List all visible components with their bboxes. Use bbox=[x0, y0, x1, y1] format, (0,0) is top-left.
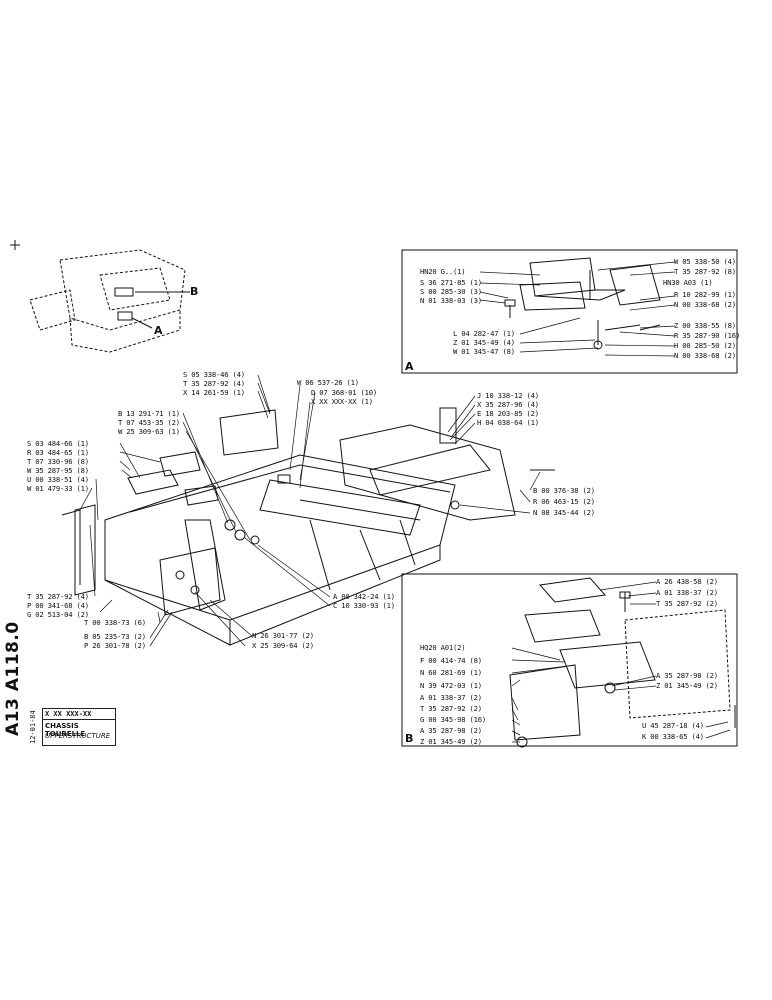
part-label: T 35 287-92 (4) bbox=[183, 379, 245, 388]
part-label: D 07 368-01 (10) bbox=[311, 388, 378, 397]
part-label: N 26 301-77 (2) bbox=[252, 631, 314, 640]
part-label: B 05 235-73 (2) bbox=[84, 632, 146, 641]
part-label: E 18 203-85 (2) bbox=[477, 409, 539, 418]
part-label: N 00 338-68 (2) bbox=[674, 351, 736, 360]
part-label: Z 00 338-55 (8) bbox=[674, 321, 736, 330]
title-block: X XX XXX-XX CHASSIS TOURELLE UPPERSTRUCT… bbox=[42, 708, 116, 746]
sheet-date: 12-01-84 bbox=[29, 710, 37, 744]
part-label: T 35 287-92 (4) bbox=[27, 592, 89, 601]
part-label: N 01 338-03 (3) bbox=[420, 296, 482, 305]
part-label: X 25 309-64 (2) bbox=[252, 641, 314, 650]
part-label: W 01 345-47 (8) bbox=[453, 347, 515, 356]
part-label: K 00 338-65 (4) bbox=[642, 732, 704, 741]
part-label: G 02 513-04 (2) bbox=[27, 610, 89, 619]
title-english: UPPERSTRUCTURE bbox=[45, 732, 111, 740]
part-label: T 35 287-92 (8) bbox=[674, 267, 736, 276]
part-label: A 01 338-37 (2) bbox=[420, 693, 482, 702]
detail-b-letter: B bbox=[405, 732, 414, 745]
part-label: X 35 287-96 (4) bbox=[477, 400, 539, 409]
part-label: Z 01 345-49 (4) bbox=[453, 338, 515, 347]
part-label: A 35 287-98 (2) bbox=[420, 726, 482, 735]
part-label: R 35 287-90 (16) bbox=[674, 331, 741, 340]
part-label: G 00 345-98 (16) bbox=[420, 715, 487, 724]
registration-mark bbox=[10, 240, 20, 250]
part-label: HN30 A03 (1) bbox=[663, 278, 713, 287]
sheet-code-text: A13 A118.0 bbox=[3, 621, 23, 736]
part-label: R 10 282-99 (1) bbox=[674, 290, 736, 299]
part-label: A 01 338-37 (2) bbox=[656, 588, 718, 597]
part-label: A 26 438-58 (2) bbox=[656, 577, 718, 586]
part-label: A 00 342-24 (1) bbox=[333, 592, 395, 601]
counterweight bbox=[339, 407, 555, 521]
part-label: S 36 271-85 (1) bbox=[420, 278, 482, 287]
part-label: R 03 484-65 (1) bbox=[27, 448, 89, 457]
sheet-code: A13 A118.0 bbox=[3, 621, 27, 736]
part-label: B 13 291-71 (1) bbox=[118, 409, 180, 418]
part-label: J 10 338-12 (4) bbox=[477, 391, 539, 400]
detail-frame-a bbox=[401, 249, 738, 374]
title-french: CHASSIS TOURELLE bbox=[45, 722, 86, 738]
part-label: C 10 330-93 (1) bbox=[333, 601, 395, 610]
part-label: B 00 376-38 (2) bbox=[533, 486, 595, 495]
leader-lines bbox=[79, 261, 731, 743]
overview-sketch bbox=[29, 249, 186, 353]
part-label: S 03 484-66 (1) bbox=[27, 439, 89, 448]
part-label: F 00 414-74 (8) bbox=[420, 656, 482, 665]
upperstructure-frame bbox=[61, 454, 456, 646]
part-reference: X XX XXX-XX bbox=[43, 709, 115, 720]
part-label: T 35 287-92 (2) bbox=[420, 704, 482, 713]
part-label: U 45 287-18 (4) bbox=[642, 721, 704, 730]
detail-a-assembly bbox=[504, 257, 661, 350]
part-label: P 26 301-78 (2) bbox=[84, 641, 146, 650]
part-label: H 00 285-50 (2) bbox=[674, 341, 736, 350]
part-label: W 01 479-33 (1) bbox=[27, 484, 89, 493]
part-label: X XX XXX-XX (1) bbox=[311, 397, 373, 406]
part-label: H 04 038-64 (1) bbox=[477, 418, 539, 427]
part-label: T 07 453-35 (2) bbox=[118, 418, 180, 427]
part-label: T 07 330-96 (8) bbox=[27, 457, 89, 466]
part-label: Z 01 345-49 (2) bbox=[420, 737, 482, 746]
part-label: U 00 338-51 (4) bbox=[27, 475, 89, 484]
detail-a-letter: A bbox=[405, 360, 414, 373]
cover-plates bbox=[127, 409, 291, 506]
part-label: S 00 285-30 (3) bbox=[420, 287, 482, 296]
overview-detail-marks bbox=[114, 287, 190, 329]
part-label: N 39 472-03 (1) bbox=[420, 681, 482, 690]
part-label: A 35 287-98 (2) bbox=[656, 671, 718, 680]
part-label: HN20 G..(1) bbox=[420, 267, 466, 276]
part-label: W 06 537-26 (1) bbox=[297, 378, 359, 387]
overview-callout-b: B bbox=[190, 285, 199, 298]
part-label: N 08 345-44 (2) bbox=[533, 508, 595, 517]
part-label: T 00 338-73 (6) bbox=[84, 618, 146, 627]
part-label: Z 01 345-49 (2) bbox=[656, 681, 718, 690]
part-label: N 60 281-69 (1) bbox=[420, 668, 482, 677]
part-label: P 00 341-68 (4) bbox=[27, 601, 89, 610]
part-label: HQ20 A01(2) bbox=[420, 643, 466, 652]
part-label: N 00 338-68 (2) bbox=[674, 300, 736, 309]
part-label: T 35 287-92 (2) bbox=[656, 599, 718, 608]
part-label: W 25 309-63 (1) bbox=[118, 427, 180, 436]
part-label: W 05 338-50 (4) bbox=[674, 257, 736, 266]
part-label: R 06 463-15 (2) bbox=[533, 497, 595, 506]
overview-callout-a: A bbox=[154, 324, 163, 337]
part-label: X 14 261-59 (1) bbox=[183, 388, 245, 397]
detail-b-assembly bbox=[509, 577, 736, 748]
part-label: S 05 338-46 (4) bbox=[183, 370, 245, 379]
part-label: W 35 287-95 (8) bbox=[27, 466, 89, 475]
part-label: L 04 282-47 (1) bbox=[453, 329, 515, 338]
detail-frame-b bbox=[401, 573, 738, 747]
